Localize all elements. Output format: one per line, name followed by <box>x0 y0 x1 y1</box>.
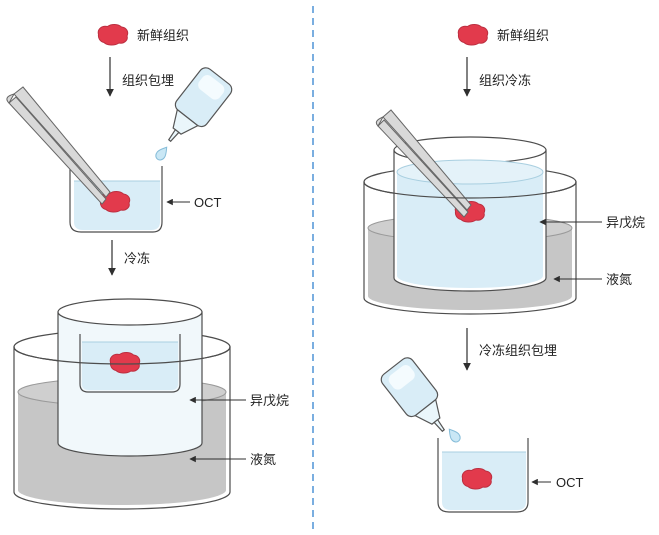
liquid-drop-icon <box>445 426 463 445</box>
isopentane-liquid <box>397 172 543 288</box>
liquid-drop-icon <box>153 144 171 163</box>
dropper-bottle-icon <box>380 357 446 433</box>
isopentane-label: 异戊烷 <box>250 393 289 408</box>
outer-container-front-rim <box>13 346 231 365</box>
frozen-embed-step-label: 冷冻组织包埋 <box>479 343 557 358</box>
fresh-tissue-icon <box>457 23 489 46</box>
beaker <box>69 166 163 233</box>
tweezers-icon <box>6 86 111 205</box>
tissue-in-beaker <box>461 467 493 490</box>
freeze-step-label: 冷冻 <box>124 251 150 266</box>
right-panel: 新鲜组织 组织冷冻 异戊烷 液氮 冷冻组织包埋 <box>363 23 645 513</box>
oct-beaker-group <box>437 438 529 513</box>
embedding-mold <box>79 334 181 393</box>
left-panel: 新鲜组织 组织包埋 OCT 冷冻 <box>6 23 289 510</box>
tissue-in-mold <box>109 351 141 374</box>
inner-cylinder-rim <box>57 298 203 326</box>
fresh-tissue-icon <box>97 23 129 46</box>
freezing-container-group <box>13 298 231 510</box>
nitrogen-label: 液氮 <box>250 452 276 467</box>
oct-label: OCT <box>556 475 584 490</box>
nitrogen-label: 液氮 <box>606 272 632 287</box>
isopentane-label: 异戊烷 <box>606 215 645 230</box>
tweezers-icon <box>375 109 472 218</box>
fresh-tissue-label: 新鲜组织 <box>497 28 549 43</box>
fresh-tissue-label: 新鲜组织 <box>137 28 189 43</box>
beaker <box>437 438 529 513</box>
freezing-container-group <box>363 109 577 315</box>
tissue-freeze-step-label: 组织冷冻 <box>479 73 531 88</box>
outer-container-front-rim <box>363 181 577 199</box>
oct-label: OCT <box>194 195 222 210</box>
dropper-bottle-icon <box>167 67 233 143</box>
embed-step-label: 组织包埋 <box>122 73 174 88</box>
